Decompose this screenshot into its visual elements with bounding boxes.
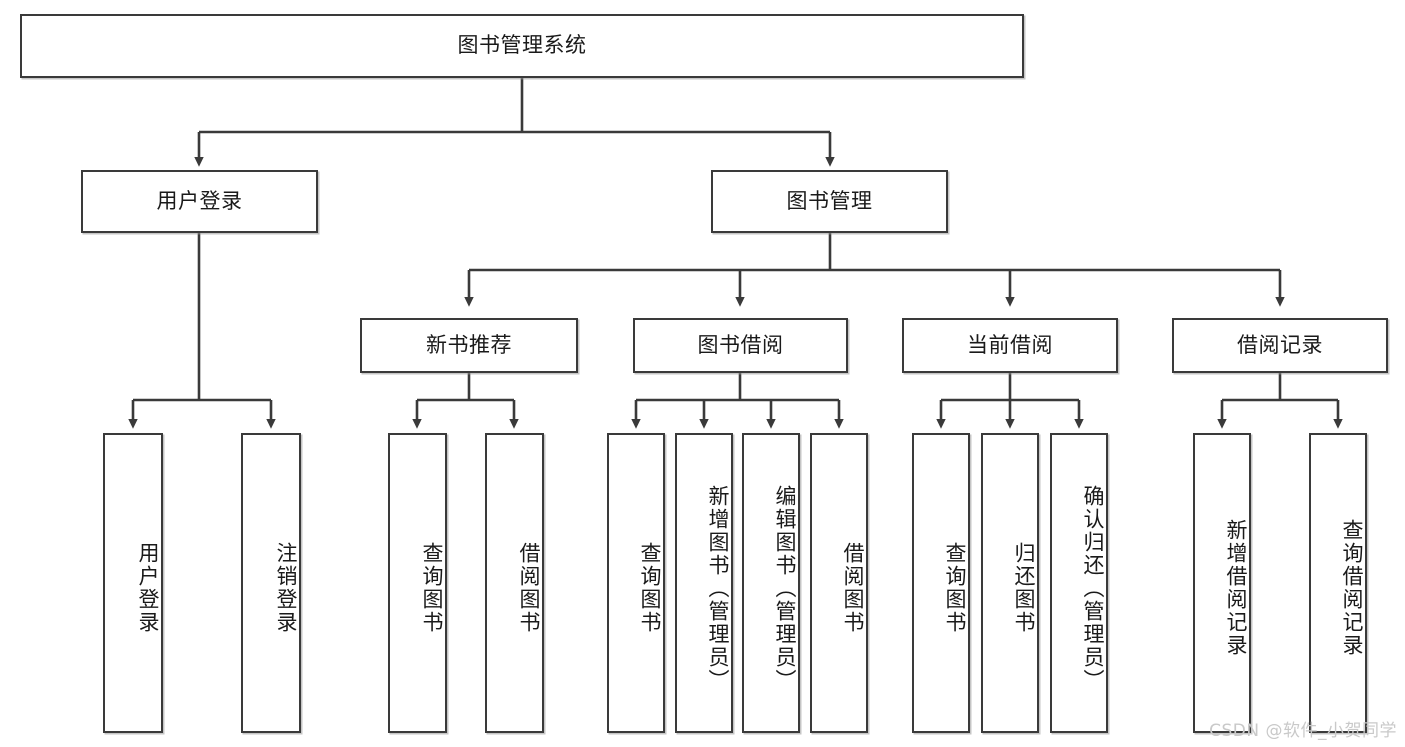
- leaf-borrow-book-newbook[interactable]: 借阅图书: [485, 433, 544, 733]
- leaf-query-book-newbook[interactable]: 查询图书: [388, 433, 447, 733]
- leaf-label: 注销登录: [274, 542, 298, 634]
- leaf-user-login[interactable]: 用户登录: [103, 433, 163, 733]
- node-current-borrow[interactable]: 当前借阅: [902, 318, 1118, 373]
- node-root[interactable]: 图书管理系统: [20, 14, 1024, 78]
- csdn-watermark: CSDN @软件_小贺同学: [1209, 721, 1397, 741]
- node-new-book-recommend[interactable]: 新书推荐: [360, 318, 578, 373]
- leaf-label: 归还图书: [1012, 542, 1036, 634]
- node-borrow-records[interactable]: 借阅记录: [1172, 318, 1388, 373]
- node-book-management[interactable]: 图书管理: [711, 170, 948, 233]
- leaf-label: 编辑图书（管理员）: [773, 484, 797, 692]
- leaf-query-book-current[interactable]: 查询图书: [912, 433, 970, 733]
- leaf-query-borrow-record[interactable]: 查询借阅记录: [1309, 433, 1367, 733]
- node-user-login[interactable]: 用户登录: [81, 170, 318, 233]
- leaf-label: 查询图书: [420, 542, 444, 634]
- leaf-label: 新增图书（管理员）: [706, 484, 730, 692]
- leaf-label: 确认归还（管理员）: [1081, 484, 1105, 692]
- leaf-return-book[interactable]: 归还图书: [981, 433, 1039, 733]
- node-book-borrow[interactable]: 图书借阅: [633, 318, 848, 373]
- leaf-label: 新增借阅记录: [1224, 519, 1248, 657]
- leaf-add-borrow-record[interactable]: 新增借阅记录: [1193, 433, 1251, 733]
- leaf-label: 借阅图书: [517, 542, 541, 634]
- leaf-edit-book-admin[interactable]: 编辑图书（管理员）: [742, 433, 800, 733]
- leaf-borrow-book[interactable]: 借阅图书: [810, 433, 868, 733]
- leaf-label: 用户登录: [136, 542, 160, 634]
- leaf-label: 查询借阅记录: [1340, 519, 1364, 657]
- leaf-add-book-admin[interactable]: 新增图书（管理员）: [675, 433, 733, 733]
- leaf-label: 查询图书: [943, 542, 967, 634]
- leaf-label: 查询图书: [638, 542, 662, 634]
- leaf-label: 借阅图书: [841, 542, 865, 634]
- leaf-query-book-borrow[interactable]: 查询图书: [607, 433, 665, 733]
- leaf-confirm-return-admin[interactable]: 确认归还（管理员）: [1050, 433, 1108, 733]
- leaf-logout[interactable]: 注销登录: [241, 433, 301, 733]
